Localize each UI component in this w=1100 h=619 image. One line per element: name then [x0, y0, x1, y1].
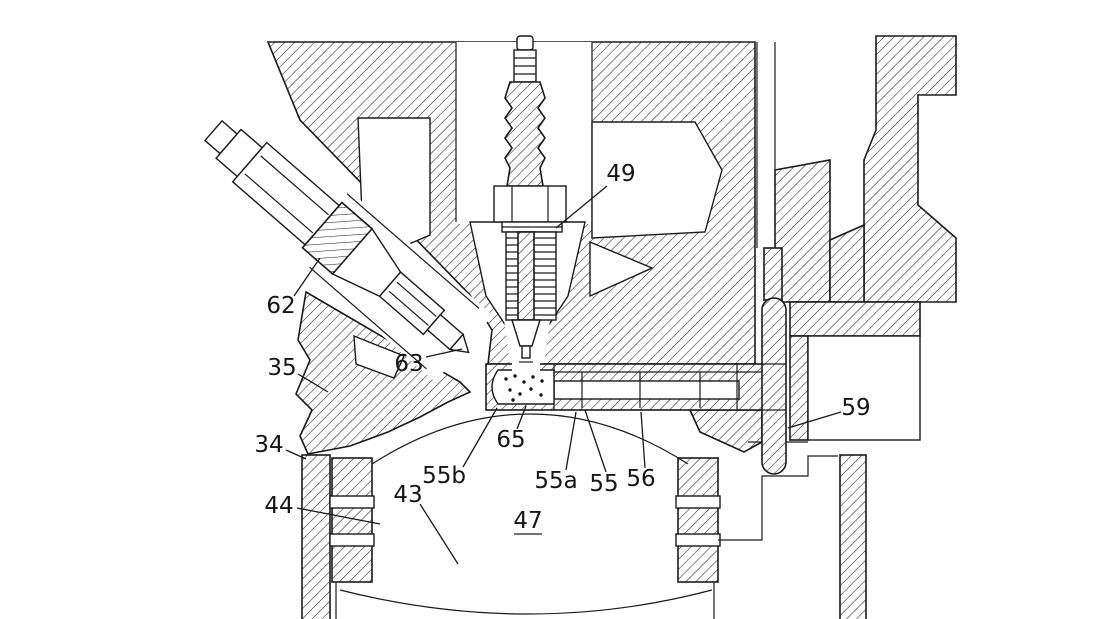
wedge-pocket [353, 334, 405, 379]
leader-line-35 [297, 373, 329, 393]
ring-groove [329, 533, 375, 547]
piston-skirt-curve [339, 589, 713, 615]
triangle-cavity [589, 240, 654, 298]
ref-label-56: 56 [626, 466, 655, 492]
ref-label-43: 43 [393, 482, 422, 508]
head-lower-right-wedge [688, 409, 763, 453]
ring-groove [329, 495, 375, 509]
ref-43: 43 [393, 482, 459, 565]
ref-label-59: 59 [841, 395, 870, 421]
ref-55: 55 [584, 409, 619, 497]
piston-assembly [301, 413, 867, 619]
ref-label-55b: 55b [422, 463, 466, 489]
leader-line-55 [584, 409, 607, 473]
valve-stem [763, 247, 783, 301]
ring-groove [675, 495, 721, 509]
plug-terminal-nub [516, 35, 534, 51]
ref-35: 35 [267, 355, 329, 393]
spray-chamber [491, 369, 555, 405]
ref-47: 47 [513, 508, 543, 535]
cylinder-wall-left [301, 454, 331, 619]
ring-pack-right [677, 457, 719, 583]
ring-groove [675, 533, 721, 547]
injector-tip [448, 332, 470, 354]
injector-bore-upper-wall [346, 193, 480, 309]
ref-44: 44 [264, 493, 381, 525]
injector-body-line [244, 173, 314, 234]
prechamber-assembly [485, 363, 766, 411]
leader-line-56 [640, 411, 646, 469]
ref-55a: 55a [534, 411, 578, 494]
disc-body [761, 297, 787, 475]
injector-barrel-line [396, 281, 437, 317]
ring-pack-left [331, 457, 373, 583]
ref-49: 49 [555, 161, 636, 229]
ref-34: 34 [254, 432, 307, 460]
ref-59: 59 [787, 395, 871, 429]
plug-insulator [504, 81, 546, 187]
leader-line-34 [285, 449, 307, 460]
injector-bore-lower-wall [309, 266, 427, 370]
leader-line-55b [462, 407, 498, 468]
right-white-recess [807, 335, 921, 441]
fuel-injector [203, 119, 493, 382]
plug-entry-hole [512, 363, 540, 372]
plug-center-core [517, 231, 535, 321]
ref-label-44: 44 [264, 493, 293, 519]
head-right-connector [829, 223, 865, 303]
injector-barrel-line [388, 290, 429, 326]
ref-label-49: 49 [606, 161, 635, 187]
ref-label-55: 55 [589, 471, 618, 497]
ref-55b: 55b [422, 407, 498, 489]
right-cavity [591, 121, 723, 239]
head-right-strip [774, 159, 831, 303]
spark-plug [493, 35, 567, 363]
reference-labels: 49 62 63 35 34 44 43 65 [254, 161, 871, 565]
leader-line-65 [516, 405, 527, 430]
ref-label-62: 62 [266, 293, 295, 319]
head-far-right-mass [863, 35, 957, 303]
ref-label-65: 65 [496, 427, 525, 453]
ref-label-47: 47 [513, 508, 542, 534]
piston-crown [371, 413, 689, 465]
ref-label-34: 34 [254, 432, 283, 458]
plug-center-electrode [521, 345, 531, 359]
valve-disc [761, 297, 787, 475]
ref-label-55a: 55a [534, 468, 577, 494]
leader-line-63 [425, 348, 463, 358]
block-step-right [718, 455, 838, 541]
ref-63: 63 [394, 348, 463, 377]
ref-62: 62 [266, 257, 321, 319]
injector-body-line [260, 155, 329, 216]
leader-line-43 [419, 503, 459, 565]
ref-label-63: 63 [394, 351, 423, 377]
cylinder-wall-right [839, 454, 867, 619]
leader-line-55a [565, 411, 577, 471]
ref-label-35: 35 [267, 355, 296, 381]
plug-hex-nut [493, 185, 567, 223]
leader-line-59 [787, 411, 842, 429]
ref-65: 65 [496, 405, 527, 453]
leader-line-44 [296, 507, 381, 525]
head-right-lower-band [789, 301, 921, 337]
plug-tip-insulator [511, 319, 541, 347]
leader-line-62 [293, 257, 321, 297]
ref-56: 56 [626, 411, 656, 492]
leader-line-49 [555, 185, 608, 229]
spray-dots [504, 374, 544, 402]
